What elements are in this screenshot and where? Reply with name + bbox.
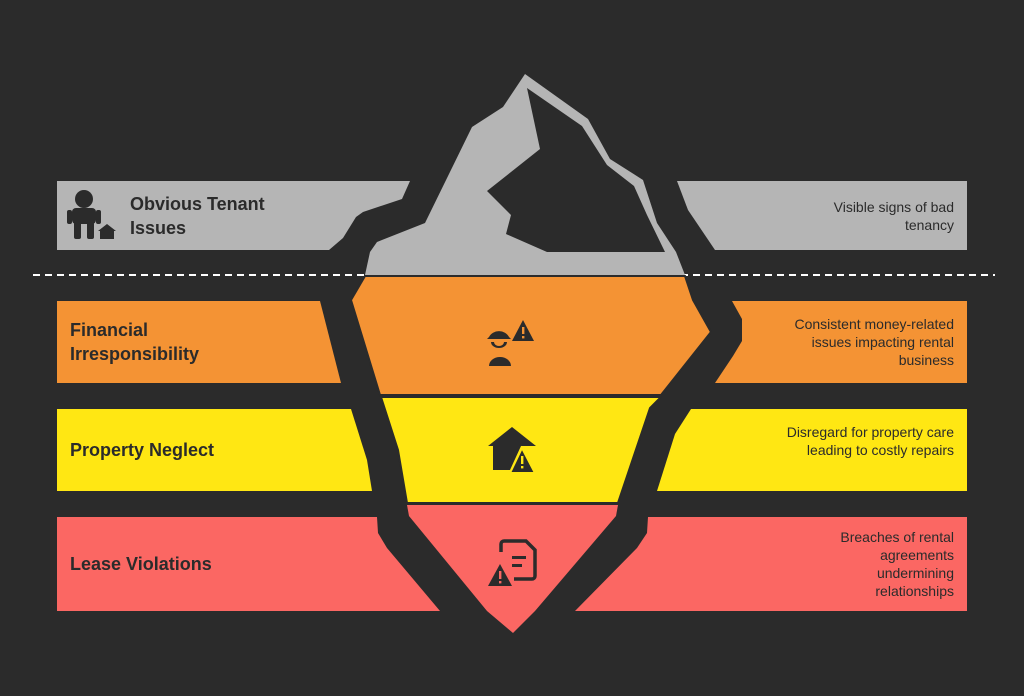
iceberg-lease (407, 505, 618, 633)
layer-title-obvious: Obvious Tenant Issues (130, 194, 265, 238)
layer-desc-property: Disregard for property care leading to c… (786, 424, 954, 458)
layer-title-property: Property Neglect (70, 440, 215, 460)
band-visible-left (57, 181, 410, 250)
band-property-right (657, 409, 967, 491)
document-warning-icon (488, 539, 537, 586)
band-financial-right (715, 301, 967, 383)
worker-warning-icon (487, 320, 534, 366)
iceberg-tip-shadow (487, 88, 665, 252)
band-property-left (57, 409, 372, 491)
band-financial-left (57, 301, 341, 383)
house-warning-icon (488, 427, 537, 474)
layer-desc-financial: Consistent money-related issues impactin… (794, 316, 954, 368)
layer-title-lease: Lease Violations (70, 554, 212, 574)
layer-desc-lease: Breaches of rental agreements underminin… (840, 529, 954, 599)
band-lease-left (57, 517, 440, 611)
tenant-house-icon (67, 190, 116, 239)
band-visible-right (677, 181, 967, 250)
band-lease-right (575, 517, 967, 611)
layer-desc-obvious: Visible signs of bad tenancy (833, 199, 954, 233)
layer-title-financial: Financial Irresponsibility (70, 320, 200, 364)
